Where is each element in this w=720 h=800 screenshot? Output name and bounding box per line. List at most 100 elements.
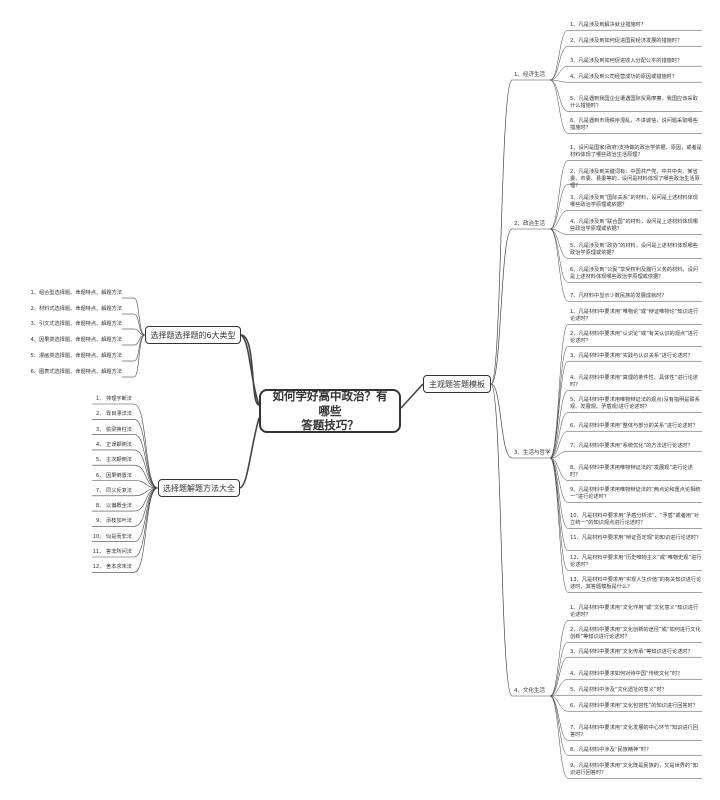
template-item[interactable]: 11、凡是材料中要求用“辩证否定观”的知识进行论述时？ — [570, 535, 702, 541]
template-item[interactable]: 4、凡是涉及到公司经营成功的原因或措施时？ — [570, 74, 678, 80]
edge-template-item — [549, 450, 569, 459]
template-item[interactable]: 13、凡是材料中要求用“实现人生价值”的有关知识进行论述时，其答题模板是什么？ — [570, 577, 702, 591]
template-item[interactable]: 1、设问是国家(政府)支持做的政治学依据、原因，或者是材料体现了哪些政治生活原理… — [570, 145, 702, 159]
root-title-line1: 如何学好高中政治？有哪些 — [272, 388, 388, 418]
edge-root-choice-types-b — [240, 334, 260, 406]
template-item[interactable]: 4、凡是材料中要求用“真理的条件性、具体性”进行论述时？ — [570, 375, 698, 389]
template-item[interactable]: 2、凡是材料中要求用“认识论”或“有关认识的观点”进行论述时？ — [570, 331, 699, 345]
template-item[interactable]: 6、凡是材料中要求用“文化包容性”的知识进行回答时？ — [570, 703, 698, 709]
section-label[interactable]: 4、文化生活 — [514, 688, 545, 694]
choice-type-item[interactable]: 2、材料式选择题、命题特点、解题方法 — [30, 306, 123, 312]
template-item[interactable]: 6、凡是涉及到“公民”享受权利及履行义务的材料，设问是上述材料体现哪些政治学原理… — [570, 267, 698, 281]
template-item[interactable]: 12、凡是材料中要求用“历史唯物主义”或“唯物史观”进行论述时？ — [570, 555, 702, 569]
section-label[interactable]: 3、生活与哲学 — [514, 450, 551, 456]
edge-method-item — [133, 487, 159, 512]
method-item[interactable]: 1、 排理字断法 — [95, 396, 132, 402]
template-item[interactable]: 5、凡是涉及到“政协”的材料，设问是上述材料体现哪些政治学原理或依据？ — [570, 243, 698, 257]
edge-method-item — [133, 487, 159, 542]
choice-type-item[interactable]: 5、漫画类选择题、命题特点、解题方法 — [30, 353, 123, 359]
edge-template-item — [549, 228, 569, 235]
choice-type-item[interactable]: 1、组合型选择题、命题特点、解题方法 — [30, 290, 123, 296]
edge-choice-type-item — [133, 328, 146, 336]
edge-template-item — [549, 360, 569, 459]
method-item[interactable]: 3、 偷梁换柱法 — [95, 426, 132, 433]
method-item[interactable]: 2、 靠目漂洋法 — [95, 411, 132, 418]
template-item[interactable]: 1、凡是涉及到解决就业措施时？ — [570, 22, 646, 28]
edge-section — [490, 383, 513, 459]
template-item[interactable]: 8、凡是材料中要求用唯物辩证法的“发展观”进行论述时？ — [570, 465, 693, 479]
method-item[interactable]: 9、 添枝加叶法 — [95, 518, 132, 525]
template-item[interactable]: 10、凡是材料中要求用“矛盾分析法”、“矛盾”或者用“对立统一”的知识观点进行论… — [570, 513, 699, 527]
template-item[interactable]: 5、凡是材料中涉及“文化遗址的意义”时？ — [570, 687, 667, 693]
edge-template-item — [549, 79, 569, 83]
edge-template-item — [549, 79, 569, 112]
template-item[interactable]: 1、凡是材料中要求用“文化作用”或“文化意义”知识进行论述时？ — [570, 605, 699, 619]
template-item[interactable]: 1、凡是材料中要求用“唯物论”或“辩证唯物论”知识进行论述时？ — [570, 309, 699, 323]
edge-section — [490, 228, 513, 385]
method-item[interactable]: 10、 似是而非法 — [92, 533, 132, 540]
edge-choice-type-item — [133, 313, 146, 336]
edge-template-item — [549, 430, 569, 459]
edge-method-item — [133, 480, 159, 489]
topic-subjective-templates[interactable]: 主观题答题模板 — [423, 375, 491, 393]
method-item[interactable]: 7、 同义反复法 — [95, 487, 132, 494]
method-item[interactable]: 11、 答非所问法 — [92, 549, 132, 555]
edge-choice-type-item — [133, 334, 146, 346]
edge-template-item — [549, 457, 569, 503]
template-item[interactable]: 3、凡是材料中要求用“文化传承”等知识进行论述时？ — [570, 649, 693, 655]
template-item[interactable]: 7、凡是材料中要求用“系统优化”的方法进行论述时？ — [570, 443, 693, 449]
topic-choice-types[interactable]: 选择题选择题的6大类型 — [145, 326, 241, 344]
edge-template-item — [549, 678, 569, 697]
edge-template-item — [549, 457, 569, 481]
template-item[interactable]: 5、凡是遇到我国企业遭遇国际贸易摩擦，我国应该采取什么措施时？ — [570, 96, 698, 110]
template-item[interactable]: 2、凡是材料中要求用“文化创新的途径”或“如何进行文化创新”等知识进行论述时？ — [570, 627, 701, 641]
template-item[interactable]: 9、凡是材料中要求用“文化既是民族的，又是世界的”知识进行回答时？ — [570, 763, 698, 777]
edge-template-item — [549, 184, 569, 230]
choice-type-item[interactable]: 4、因果类选择题、命题特点、解题方法 — [30, 337, 123, 343]
edge-method-item — [133, 487, 159, 558]
template-item[interactable]: 7、凡是材料中要求用“文化发展的中心环节”知识进行回答时？ — [570, 725, 698, 739]
edge-template-item — [549, 457, 569, 529]
edge-template-item — [549, 695, 569, 741]
edge-root-choice-methods — [239, 417, 260, 489]
root-topic[interactable]: 如何学好高中政治？有哪些 答题技巧？ — [259, 389, 401, 433]
edge-method-item — [133, 419, 159, 489]
template-item[interactable]: 3、凡是涉及到“国际关系”的材料，设问是上述材料体现哪些政治学原理或依据？ — [570, 195, 698, 209]
edge-choice-type-item — [133, 334, 146, 362]
edge-section — [490, 79, 513, 385]
method-item[interactable]: 4、 正误颠倒法 — [95, 441, 132, 448]
template-item[interactable]: 4、凡是材料中要求如何对待中国“传统文化”时？ — [570, 671, 683, 677]
choice-type-item[interactable]: 3、引文式选择题、命题特点、解题方法 — [30, 321, 123, 327]
edge-template-item — [549, 642, 569, 697]
template-item[interactable]: 2、凡是涉及到如何促进国民经济发展的措施时？ — [570, 38, 683, 44]
edge-template-item — [549, 65, 569, 81]
template-item[interactable]: 4、凡是涉及到“联合国”的材料，设问是上述材料体现哪些政治学原理或依据？ — [570, 219, 698, 233]
template-item[interactable]: 2、凡是涉及到关键词有：中国共产党、中共中央、某省委、市委、县委等的，设问是材料… — [570, 169, 700, 190]
method-item[interactable]: 5、 主次颠倒法 — [95, 457, 132, 464]
edge-choice-type-item — [133, 297, 146, 336]
edge-template-item — [549, 695, 569, 756]
template-item[interactable]: 7、凡材料中显示少数民族的发展成就时？ — [570, 293, 667, 299]
template-item[interactable]: 9、凡是材料中要求用唯物辩证法的“两点论和重点论相统一”进行论述时？ — [570, 487, 701, 501]
section-label[interactable]: 1、经济生活 — [514, 72, 545, 78]
template-item[interactable]: 3、凡是涉及到如何促进收入分配公平的措施时？ — [570, 58, 683, 64]
template-item[interactable]: 3、凡是材料中要求用“实践与认识关系”进行论述时？ — [570, 353, 693, 359]
edge-section — [490, 383, 513, 697]
method-item[interactable]: 12、 舍本求末法 — [92, 564, 132, 571]
edge-method-item — [133, 464, 159, 489]
edge-template-item — [549, 324, 569, 459]
template-item[interactable]: 6、凡是遇到市场秩序混乱，不讲诚信，说问题采取哪些措施时？ — [570, 118, 698, 132]
edge-template-item — [549, 79, 569, 134]
template-item[interactable]: 8、凡是材料中涉及“民族精神”时？ — [570, 747, 652, 753]
template-item[interactable]: 6、凡是材料中要求用“整体与部分的关系”进行论述时？ — [570, 423, 698, 429]
method-item[interactable]: 8、 以偏概全法 — [95, 503, 132, 510]
method-item[interactable]: 6、 因果倒置法 — [95, 472, 132, 479]
edge-template-item — [549, 210, 569, 230]
template-item[interactable]: 5、凡是材料中要求用唯物辩证法的观点(没有指明是联系观、发展观、矛盾观)进行论述… — [570, 397, 700, 411]
section-label[interactable]: 2、政治生活 — [514, 221, 545, 227]
edge-template-item — [549, 457, 569, 571]
choice-type-item[interactable]: 6、图表式选择题、命题特点、解题方法 — [30, 369, 123, 375]
edge-method-item — [133, 487, 159, 497]
topic-choice-methods[interactable]: 选择题解题方法大全 — [158, 479, 240, 497]
edge-template-item — [549, 656, 569, 697]
